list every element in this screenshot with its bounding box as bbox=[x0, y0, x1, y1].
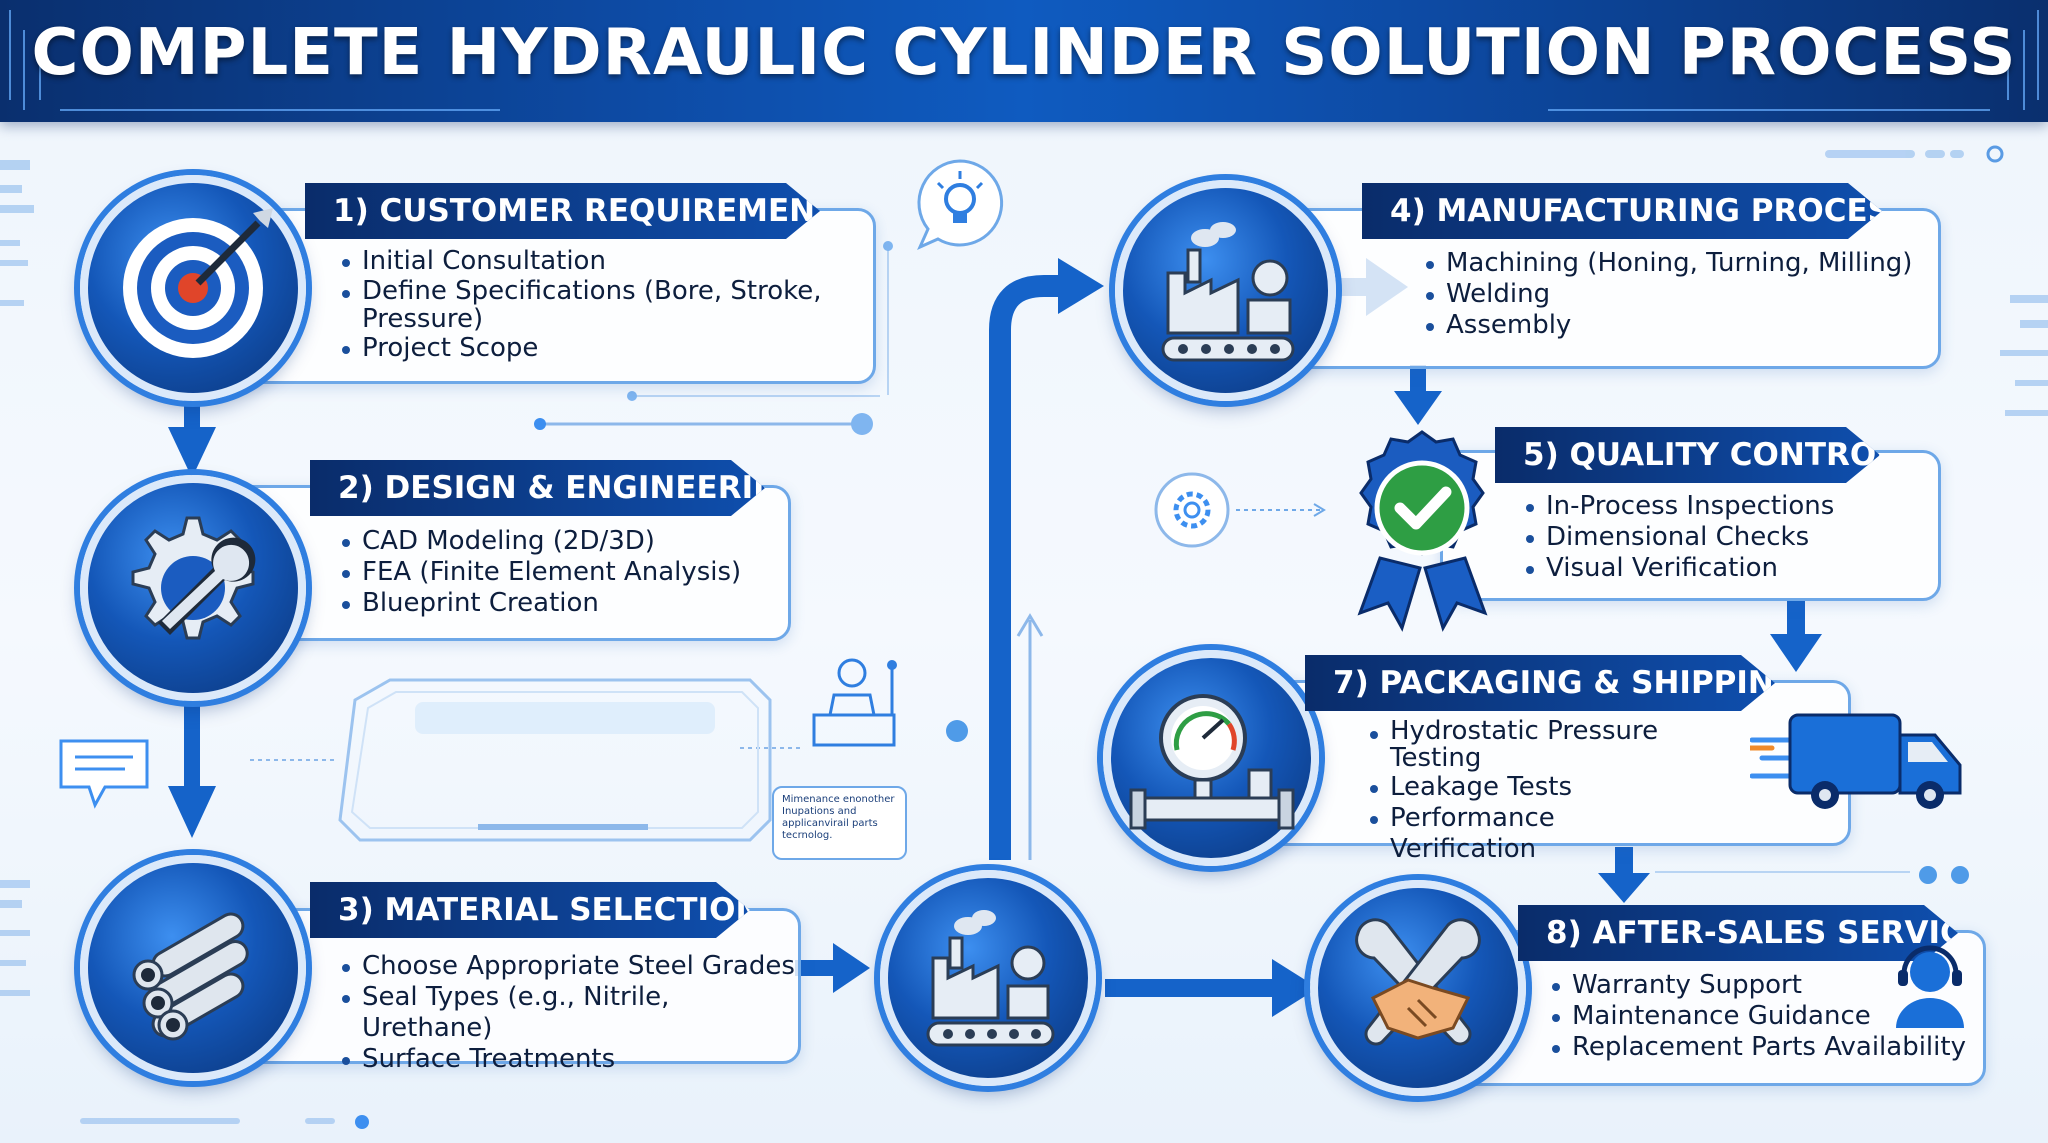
step-5-list: In-Process Inspections Dimensional Check… bbox=[1524, 491, 1924, 584]
step-4-list: Machining (Honing, Turning, Milling) Wel… bbox=[1424, 248, 1934, 341]
step-2-icon-circle bbox=[80, 475, 306, 701]
step-4-icon-circle bbox=[1115, 180, 1336, 401]
step-5-item: Dimensional Checks bbox=[1524, 522, 1924, 553]
page-title: COMPLETE HYDRAULIC CYLINDER SOLUTION PRO… bbox=[31, 16, 2017, 90]
step-1-item: Initial Consultation bbox=[340, 246, 850, 277]
step-5-item: In-Process Inspections bbox=[1524, 491, 1924, 522]
step-3-banner: 3) MATERIAL SELECTION bbox=[310, 882, 750, 938]
step-2-banner: 2) DESIGN & ENGINEERING bbox=[310, 460, 765, 516]
factory-icon bbox=[1161, 222, 1295, 362]
customer-support-headset-icon bbox=[1896, 945, 1964, 1028]
info-note-box: Mimenance enonother Inupations and appli… bbox=[772, 786, 907, 860]
engineer-at-desk-icon bbox=[812, 658, 897, 747]
step-2-list: CAD Modeling (2D/3D) FEA (Finite Element… bbox=[340, 526, 780, 619]
step-1-banner: 1) CUSTOMER REQUIREMENTS bbox=[305, 183, 820, 239]
pressure-gauge-icon bbox=[1129, 694, 1295, 830]
step-4-item: Assembly bbox=[1424, 310, 1934, 341]
step-3-list: Choose Appropriate Steel Grades Seal Typ… bbox=[340, 951, 800, 1075]
step-1-icon-circle bbox=[80, 175, 306, 401]
step-3-item: Surface Treatments bbox=[340, 1044, 800, 1075]
step-7-item: Hydrostatic Pressure Testing bbox=[1368, 718, 1698, 772]
step-3-icon-circle bbox=[80, 855, 306, 1081]
step-8-icon-circle bbox=[1310, 880, 1526, 1096]
step-8-banner: 8) AFTER-SALES SERVICE bbox=[1518, 905, 1958, 961]
delivery-truck-icon bbox=[1750, 713, 1962, 809]
step-7-item: Leakage Tests bbox=[1368, 772, 1698, 803]
lightbulb-icon bbox=[917, 159, 1004, 250]
step-5-item: Visual Verification bbox=[1524, 553, 1924, 584]
step-3-item: Seal Types (e.g., Nitrile, Urethane) bbox=[340, 982, 800, 1044]
handshake-icon bbox=[1355, 918, 1481, 1046]
step-1-item: Define Specifications (Bore, Stroke, Pre… bbox=[340, 277, 832, 333]
step-1-item: Project Scope bbox=[340, 333, 850, 364]
step-4-item: Machining (Honing, Turning, Milling) bbox=[1424, 248, 1934, 279]
step-4-banner: 4) MANUFACTURING PROCESS bbox=[1362, 183, 1882, 239]
step-8-list: Warranty Support Maintenance Guidance Re… bbox=[1550, 970, 1980, 1063]
step-7-banner: 7) PACKAGING & SHIPPING bbox=[1305, 655, 1775, 711]
check-badge-icon bbox=[1357, 430, 1488, 632]
step-7-list: Hydrostatic Pressure Testing Leakage Tes… bbox=[1368, 718, 1698, 865]
step-2-item: FEA (Finite Element Analysis) bbox=[340, 557, 780, 588]
manufacturing-hub-circle bbox=[880, 870, 1096, 1086]
chat-bubble-icon bbox=[59, 739, 149, 809]
step-8-item: Maintenance Guidance bbox=[1550, 1001, 1980, 1032]
step-1-list: Initial Consultation Define Specificatio… bbox=[340, 246, 850, 364]
settings-gear-icon bbox=[1154, 472, 1230, 548]
info-note-text: Mimenance enonother Inupations and appli… bbox=[782, 794, 895, 841]
step-7-item: Performance Verification bbox=[1368, 803, 1698, 865]
step-3-item: Choose Appropriate Steel Grades bbox=[340, 951, 800, 982]
step-8-item: Warranty Support bbox=[1550, 970, 1980, 1001]
factory-icon bbox=[926, 910, 1055, 1047]
step-4-item: Welding bbox=[1424, 279, 1934, 310]
gear-wrench-icon bbox=[131, 516, 256, 640]
step-8-item: Replacement Parts Availability bbox=[1550, 1032, 1980, 1063]
step-7-icon-circle bbox=[1103, 650, 1319, 866]
target-icon bbox=[123, 208, 273, 358]
step-2-item: CAD Modeling (2D/3D) bbox=[340, 526, 780, 557]
step-5-banner: 5) QUALITY CONTROL bbox=[1495, 427, 1880, 483]
header-circuit-decoration bbox=[9, 10, 2039, 111]
steel-pipes-icon bbox=[132, 912, 249, 1041]
header-bar: COMPLETE HYDRAULIC CYLINDER SOLUTION PRO… bbox=[0, 0, 2048, 122]
step-2-item: Blueprint Creation bbox=[340, 588, 780, 619]
